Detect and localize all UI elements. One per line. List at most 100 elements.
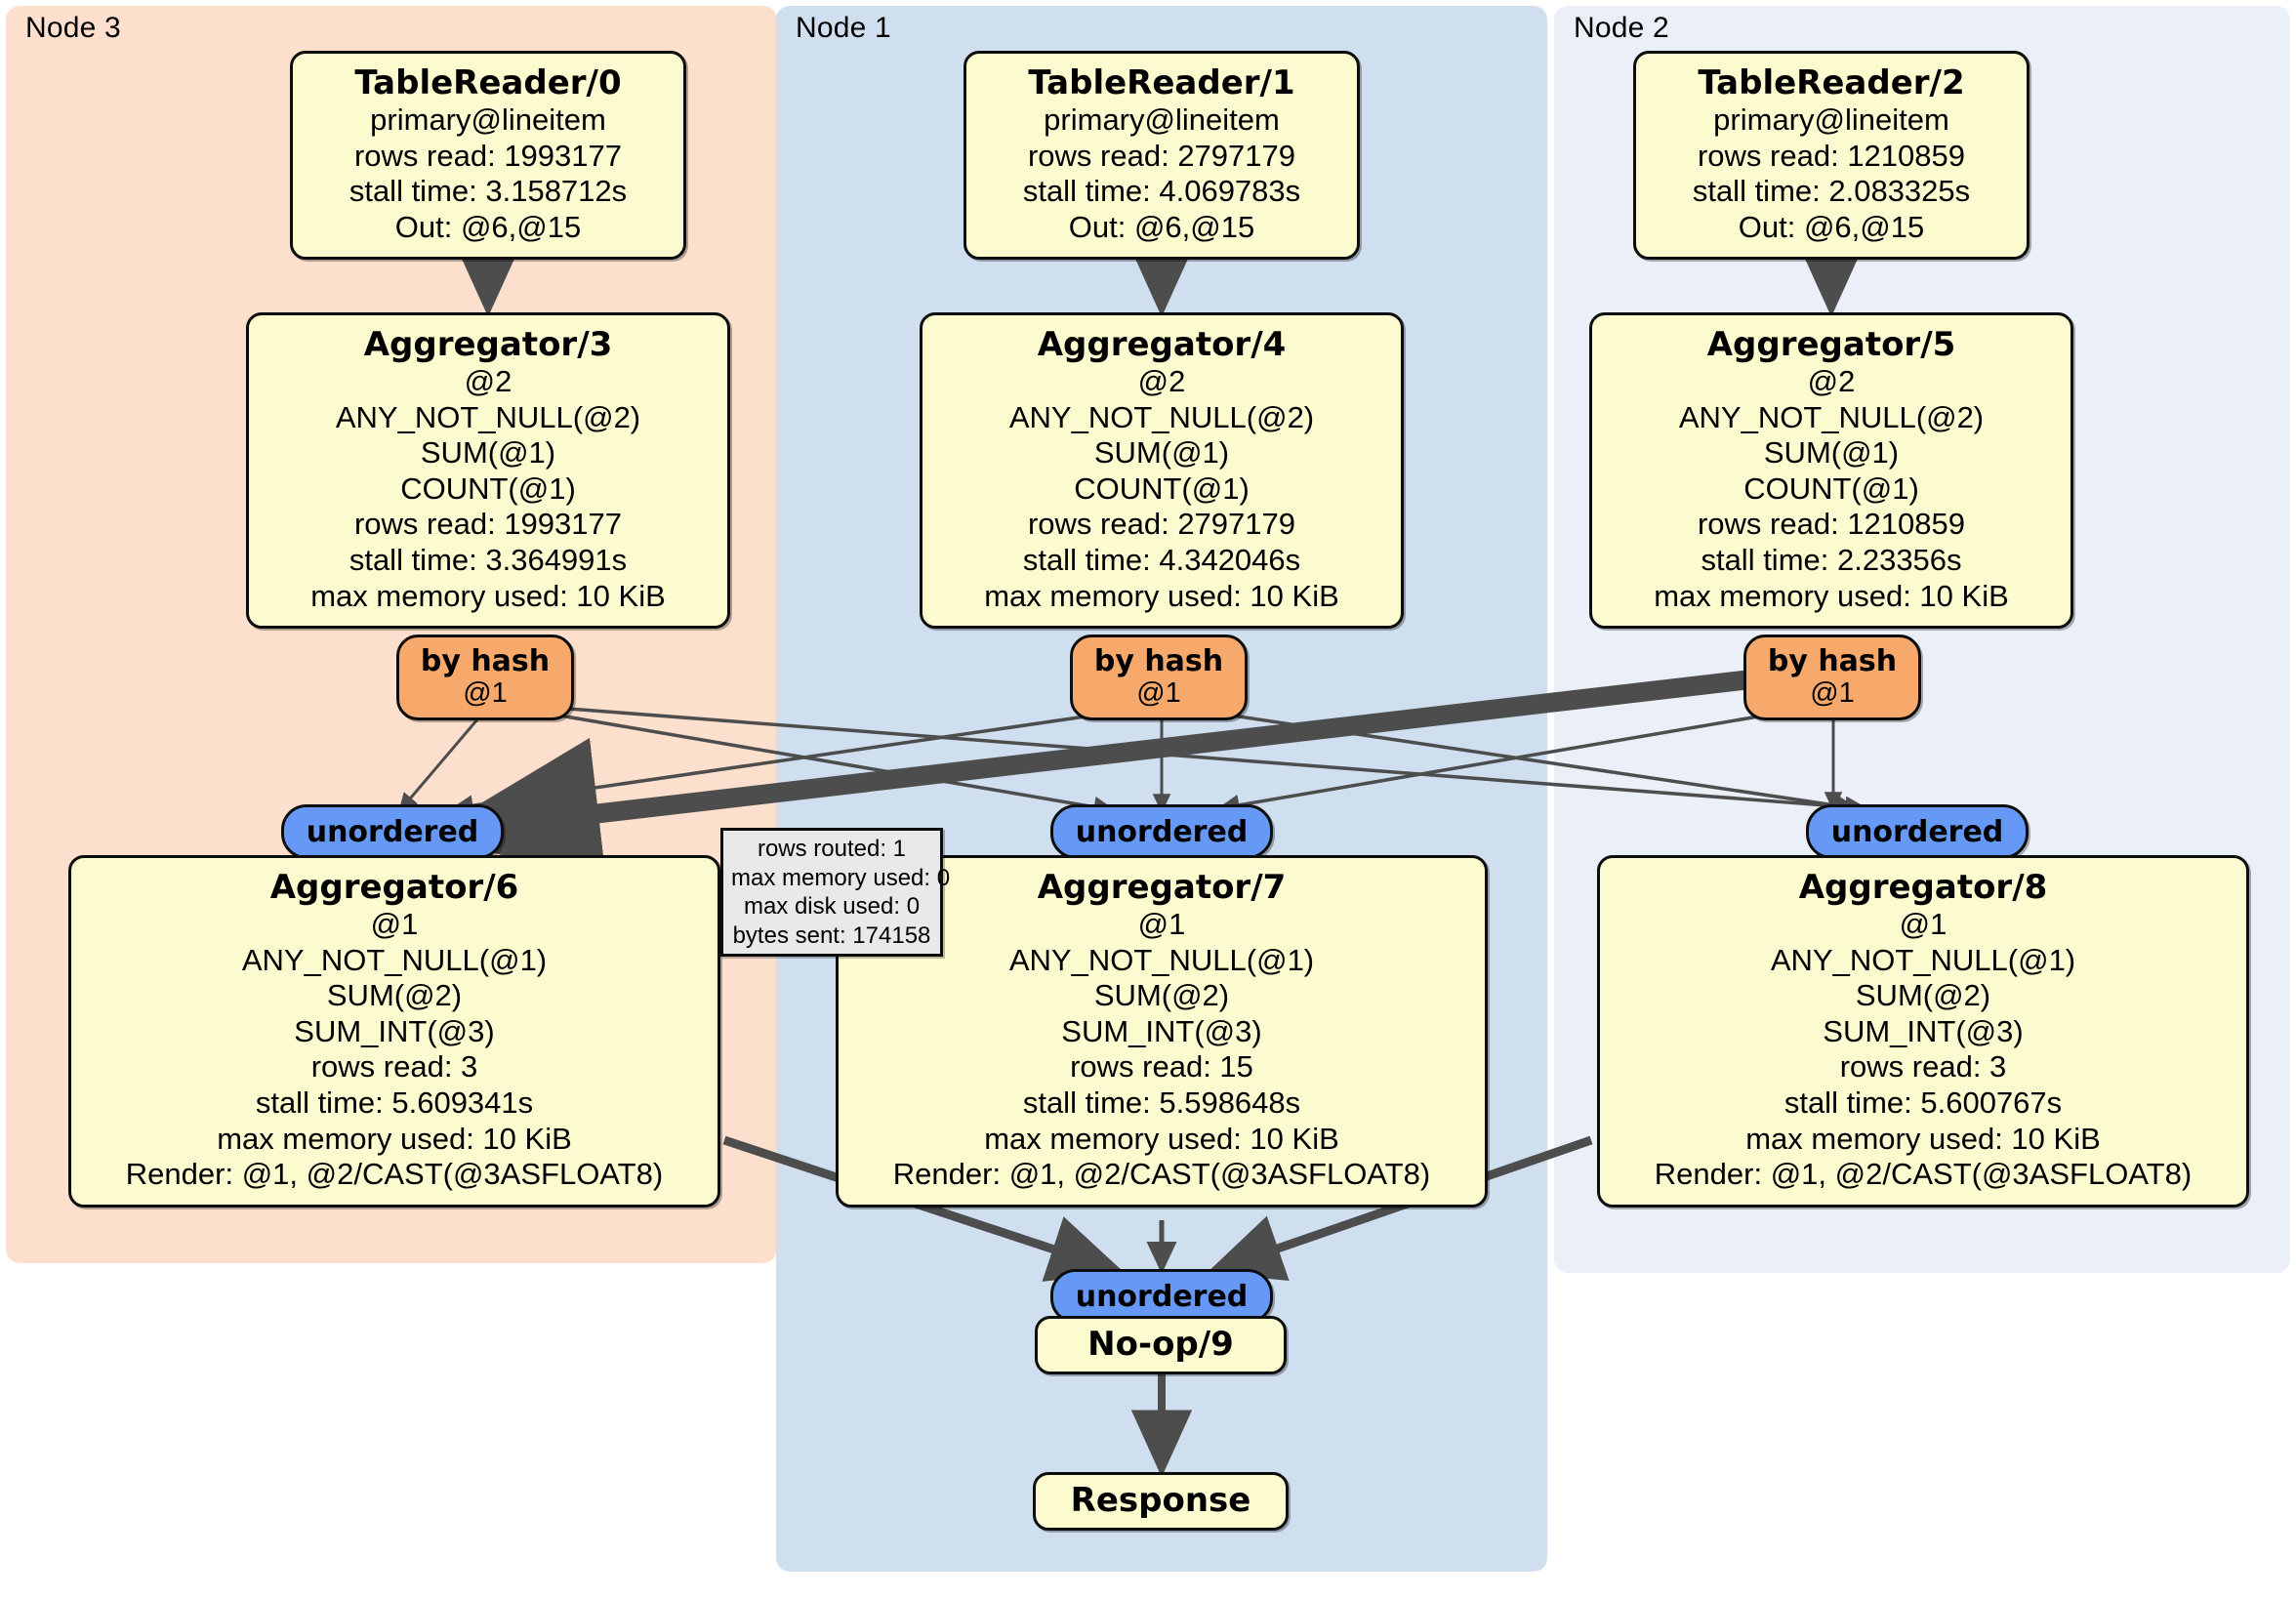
operator-detail: Render: @1, @2/CAST(@3ASFLOAT8)	[1654, 1157, 2193, 1192]
sync-label: unordered	[306, 814, 479, 849]
operator-detail: stall time: 5.609341s	[255, 1085, 534, 1120]
operator-title: TableReader/0	[354, 63, 622, 102]
operator-title: Aggregator/4	[1037, 325, 1287, 364]
operator-detail: max memory used: 10 KiB	[1745, 1121, 2101, 1156]
operator-detail: rows read: 3	[1839, 1049, 2007, 1085]
operator-title: Aggregator/5	[1706, 325, 1956, 364]
operator-box-response[interactable]: Response	[1033, 1472, 1289, 1532]
sync-unordered-node1[interactable]: unordered	[1050, 804, 1273, 859]
operator-detail: max memory used: 10 KiB	[1654, 578, 2009, 613]
sync-label: unordered	[1075, 814, 1249, 849]
operator-box-aggregator-8[interactable]: Aggregator/8 @1 ANY_NOT_NULL(@1) SUM(@2)…	[1597, 855, 2249, 1208]
operator-detail: stall time: 4.342046s	[1022, 543, 1301, 577]
operator-detail: primary@lineitem	[370, 102, 606, 138]
panel-label-node2: Node 2	[1574, 12, 1669, 44]
operator-detail: rows read: 15	[1070, 1049, 1253, 1085]
operator-detail: SUM_INT(@3)	[1823, 1013, 2024, 1048]
operator-box-aggregator-7[interactable]: Aggregator/7 @1 ANY_NOT_NULL(@1) SUM(@2)…	[836, 855, 1488, 1208]
operator-detail: rows read: 3	[310, 1049, 478, 1085]
sync-unordered-node3[interactable]: unordered	[281, 804, 504, 859]
operator-detail: stall time: 2.083325s	[1692, 174, 1971, 209]
tooltip-line: max memory used: 0	[731, 864, 951, 891]
operator-detail: stall time: 3.364991s	[348, 543, 628, 577]
operator-detail: stall time: 3.158712s	[348, 174, 628, 209]
hash-router-column: @1	[1810, 676, 1855, 709]
hash-router-column: @1	[463, 676, 508, 709]
operator-detail: primary@lineitem	[1044, 102, 1280, 138]
operator-box-aggregator-5[interactable]: Aggregator/5 @2 ANY_NOT_NULL(@2) SUM(@1)…	[1589, 312, 2073, 630]
operator-detail: SUM(@1)	[420, 435, 556, 471]
operator-detail: SUM(@2)	[326, 978, 463, 1013]
operator-title: TableReader/2	[1698, 63, 1965, 102]
hash-router-label: by hash	[420, 643, 551, 678]
operator-title: Aggregator/7	[1037, 868, 1287, 907]
operator-detail: rows read: 1993177	[353, 138, 623, 173]
operator-box-noop-9[interactable]: No-op/9	[1035, 1316, 1287, 1375]
operator-title: Response	[1070, 1481, 1251, 1520]
panel-label-node1: Node 1	[796, 12, 891, 44]
operator-detail: max memory used: 10 KiB	[217, 1121, 572, 1156]
operator-detail: COUNT(@1)	[1074, 471, 1250, 506]
operator-box-aggregator-6[interactable]: Aggregator/6 @1 ANY_NOT_NULL(@1) SUM(@2)…	[68, 855, 720, 1208]
operator-box-aggregator-4[interactable]: Aggregator/4 @2 ANY_NOT_NULL(@2) SUM(@1)…	[920, 312, 1404, 630]
sync-label: unordered	[1830, 814, 2004, 849]
operator-detail: ANY_NOT_NULL(@1)	[241, 942, 548, 977]
operator-detail: SUM(@2)	[1093, 978, 1230, 1013]
operator-title: No-op/9	[1087, 1325, 1234, 1364]
operator-detail: COUNT(@1)	[400, 471, 576, 506]
operator-detail: rows read: 1210859	[1697, 138, 1966, 173]
operator-detail: rows read: 1210859	[1697, 507, 1966, 542]
operator-detail: max memory used: 10 KiB	[310, 578, 666, 613]
operator-detail: primary@lineitem	[1713, 102, 1949, 138]
sync-label: unordered	[1075, 1279, 1249, 1314]
tooltip-line: bytes sent: 174158	[732, 921, 931, 949]
operator-detail: @2	[1807, 364, 1856, 399]
operator-detail: rows read: 2797179	[1027, 507, 1296, 542]
operator-detail: rows read: 1993177	[353, 507, 623, 542]
sync-unordered-node2[interactable]: unordered	[1806, 804, 2029, 859]
panel-label-node3: Node 3	[25, 12, 121, 44]
operator-detail: Render: @1, @2/CAST(@3ASFLOAT8)	[125, 1157, 664, 1192]
hash-router-node3[interactable]: by hash @1	[396, 635, 574, 720]
operator-box-tablereader-1[interactable]: TableReader/1 primary@lineitem rows read…	[964, 51, 1360, 261]
operator-title: Aggregator/6	[269, 868, 519, 907]
hash-router-node1[interactable]: by hash @1	[1070, 635, 1248, 720]
operator-detail: ANY_NOT_NULL(@1)	[1008, 942, 1315, 977]
operator-detail: ANY_NOT_NULL(@2)	[1678, 399, 1985, 434]
operator-detail: rows read: 2797179	[1027, 138, 1296, 173]
operator-detail: @1	[1137, 907, 1186, 942]
operator-box-tablereader-0[interactable]: TableReader/0 primary@lineitem rows read…	[290, 51, 686, 261]
operator-detail: SUM_INT(@3)	[294, 1013, 495, 1048]
operator-detail: stall time: 5.600767s	[1784, 1085, 2063, 1120]
operator-detail: ANY_NOT_NULL(@1)	[1770, 942, 2076, 977]
tooltip-line: max disk used: 0	[743, 893, 921, 921]
operator-detail: Render: @1, @2/CAST(@3ASFLOAT8)	[892, 1157, 1431, 1192]
operator-detail: SUM(@1)	[1763, 435, 1900, 471]
operator-detail: stall time: 4.069783s	[1022, 174, 1301, 209]
operator-title: TableReader/1	[1028, 63, 1295, 102]
operator-detail: max memory used: 10 KiB	[984, 578, 1339, 613]
hash-router-label: by hash	[1767, 643, 1898, 678]
hash-router-label: by hash	[1093, 643, 1224, 678]
operator-title: Aggregator/3	[363, 325, 613, 364]
operator-detail: @1	[370, 907, 419, 942]
operator-box-aggregator-3[interactable]: Aggregator/3 @2 ANY_NOT_NULL(@2) SUM(@1)…	[246, 312, 730, 630]
hash-router-column: @1	[1136, 676, 1181, 709]
operator-detail: @1	[1899, 907, 1948, 942]
operator-detail: Out: @6,@15	[394, 209, 582, 244]
stats-tooltip: rows routed: 1 max memory used: 0 max di…	[720, 828, 951, 958]
operator-box-tablereader-2[interactable]: TableReader/2 primary@lineitem rows read…	[1633, 51, 2030, 261]
operator-detail: max memory used: 10 KiB	[984, 1121, 1339, 1156]
operator-detail: stall time: 2.23356s	[1701, 543, 1962, 577]
operator-detail: Out: @6,@15	[1738, 209, 1925, 244]
operator-detail: SUM(@2)	[1855, 978, 1991, 1013]
hash-router-node2[interactable]: by hash @1	[1743, 635, 1921, 720]
operator-detail: @2	[1137, 364, 1186, 399]
operator-detail: SUM(@1)	[1093, 435, 1230, 471]
operator-detail: ANY_NOT_NULL(@2)	[1008, 399, 1315, 434]
operator-detail: ANY_NOT_NULL(@2)	[335, 399, 641, 434]
operator-title: Aggregator/8	[1798, 868, 2048, 907]
operator-detail: SUM_INT(@3)	[1061, 1013, 1262, 1048]
operator-detail: @2	[464, 364, 512, 399]
